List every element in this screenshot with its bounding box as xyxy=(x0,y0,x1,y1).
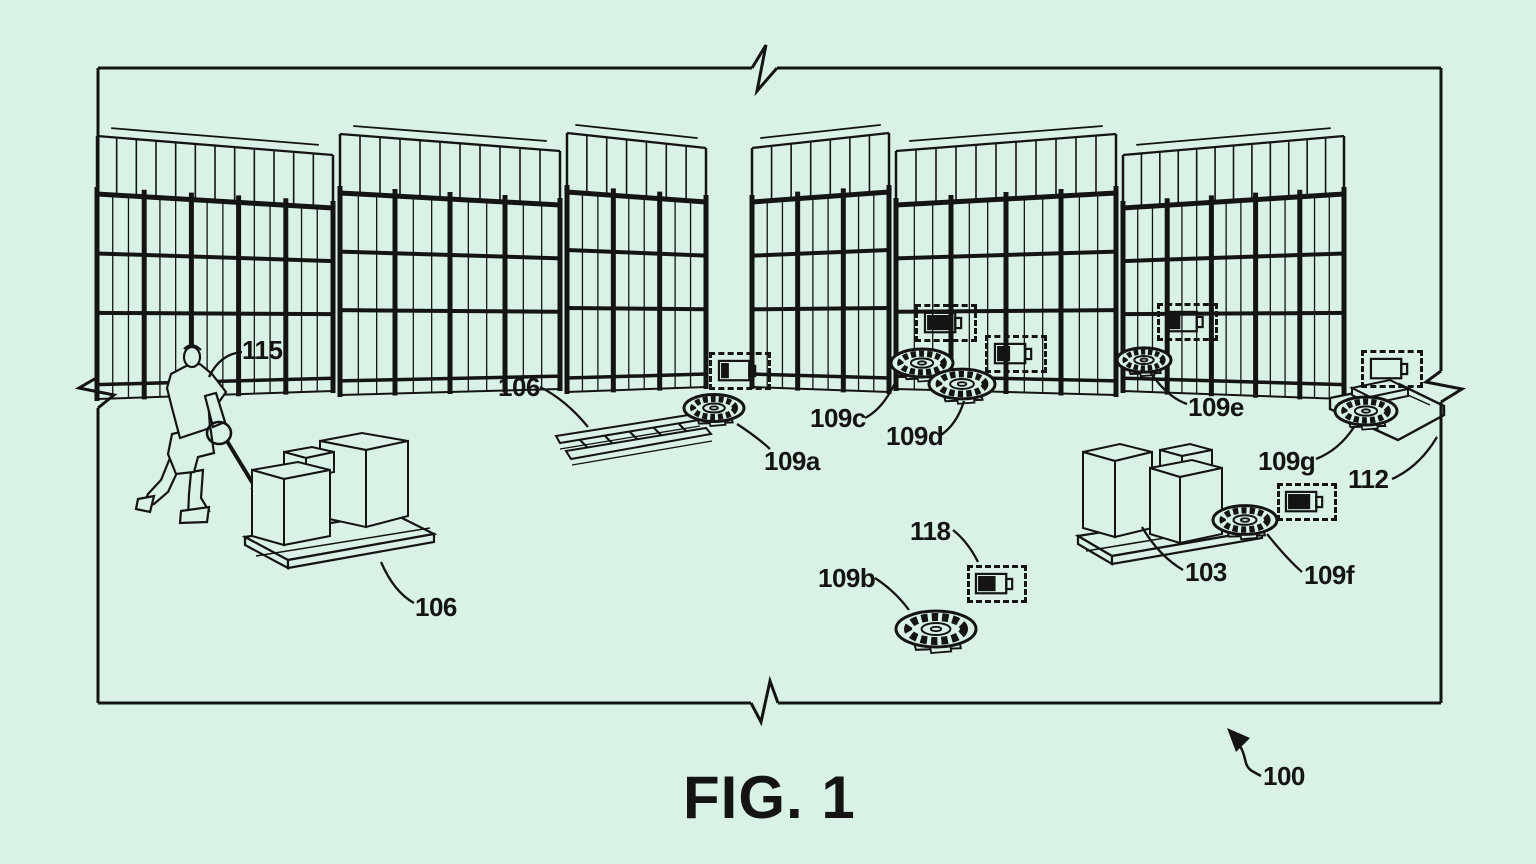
pallet-boxes-106 xyxy=(241,431,438,570)
ref-label-115: 115 xyxy=(242,335,283,365)
break-mark-bottom xyxy=(749,675,780,727)
ref-label-106-center: 106 xyxy=(498,372,540,402)
storage-rack xyxy=(749,124,892,394)
ref-label-109e: 109e xyxy=(1188,392,1244,422)
robot-109b xyxy=(894,609,978,654)
battery-indicator-109e xyxy=(1157,303,1218,341)
ref-label-109c: 109c xyxy=(810,403,866,433)
break-mark-right xyxy=(1422,369,1467,404)
battery-icon xyxy=(974,572,1014,595)
ref-label-112: 112 xyxy=(1348,464,1389,494)
break-mark-top xyxy=(750,44,779,97)
inventory-boxes-103 xyxy=(1074,442,1266,566)
pallet-jack-handle-loop xyxy=(205,420,233,446)
battery-icon xyxy=(717,359,757,382)
figure-border xyxy=(74,44,1467,727)
arrowhead xyxy=(1227,728,1250,752)
ref-label-100: 100 xyxy=(1263,761,1305,791)
battery-icon xyxy=(1369,357,1409,380)
battery-icon xyxy=(1165,310,1204,333)
battery-indicator-109c xyxy=(915,304,977,342)
worker-head xyxy=(182,345,202,369)
ref-label-109f: 109f xyxy=(1304,560,1355,590)
storage-rack xyxy=(564,124,709,394)
break-mark-left xyxy=(74,375,118,410)
battery-indicator-109a xyxy=(709,352,771,390)
ref-label-103: 103 xyxy=(1185,557,1227,587)
storage-rack xyxy=(94,127,336,401)
figure-caption: FIG. 1 xyxy=(683,764,856,831)
battery-icon xyxy=(1284,490,1324,513)
ref-label-109g: 109g xyxy=(1258,446,1316,476)
robot-109d xyxy=(927,367,997,405)
robot-109f xyxy=(1211,504,1279,541)
ref-label-109d: 109d xyxy=(886,421,944,451)
robot-109g xyxy=(1333,395,1399,431)
battery-indicator-109d xyxy=(985,335,1047,373)
worker-figure xyxy=(134,344,311,525)
battery-indicator-118 xyxy=(967,565,1027,603)
battery-indicator-112 xyxy=(1361,350,1423,388)
empty-pallet-106 xyxy=(554,412,713,466)
ref-label-109a: 109a xyxy=(764,446,820,476)
leader-lines xyxy=(207,350,1438,611)
figure-reference-arrow xyxy=(1227,728,1262,778)
battery-icon xyxy=(993,342,1033,365)
robot-109e xyxy=(1115,346,1173,378)
battery-indicator-109f xyxy=(1277,483,1337,521)
ref-label-106-left: 106 xyxy=(415,592,457,622)
robot-109a xyxy=(682,393,746,427)
battery-icon xyxy=(923,311,963,334)
ref-label-109b: 109b xyxy=(818,563,876,593)
storage-rack xyxy=(337,125,563,397)
ref-label-118: 118 xyxy=(910,516,951,546)
mobile-robots xyxy=(682,346,1399,654)
